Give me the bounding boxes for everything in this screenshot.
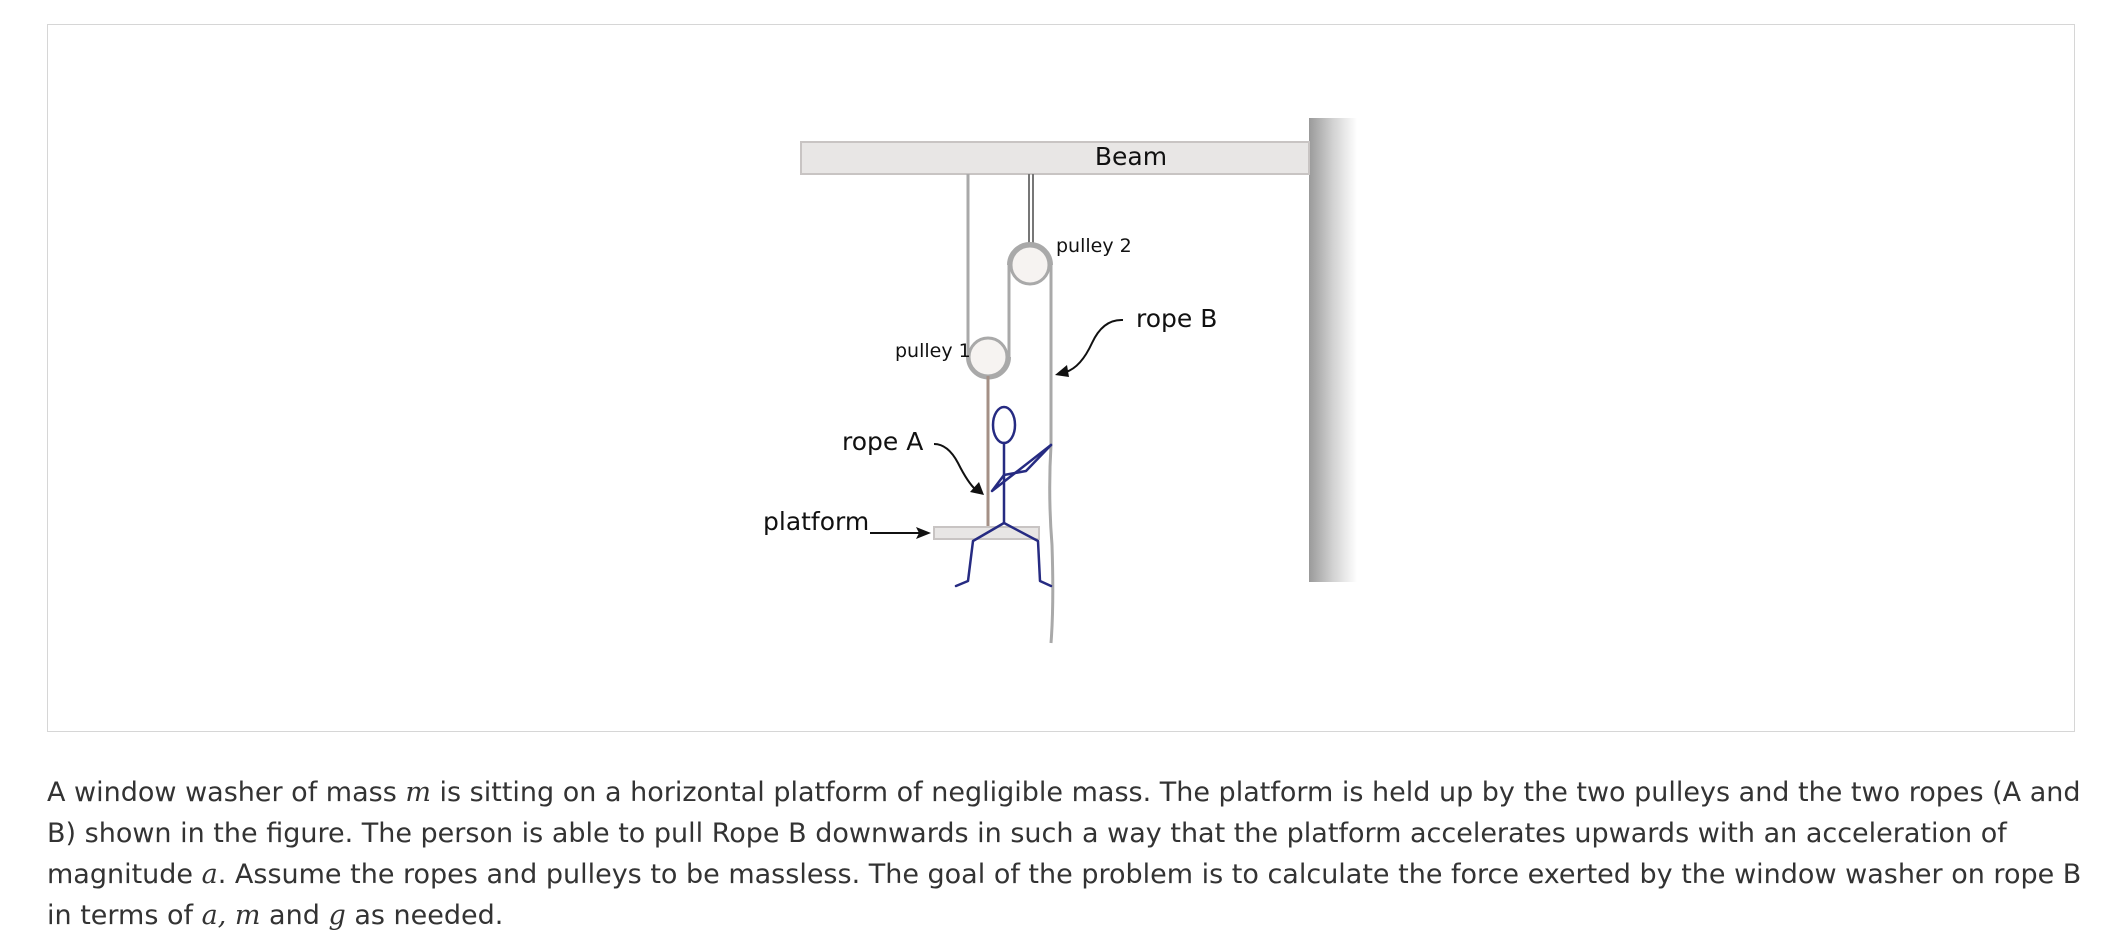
var-a-2: a <box>201 900 218 931</box>
problem-text-part1: A window washer of mass <box>47 777 406 808</box>
problem-text-part3: . Assume the ropes and pulleys to be mas… <box>47 859 2082 931</box>
problem-statement: A window washer of mass m is sitting on … <box>47 772 2082 936</box>
var-g: g <box>328 900 346 931</box>
rope-a-arrowhead <box>970 482 984 495</box>
pulley-2 <box>1009 244 1051 286</box>
person-head <box>991 405 1017 445</box>
rope-b-hanging-end <box>1048 265 1055 644</box>
platform-label: platform <box>763 507 869 536</box>
pulley-2-label: pulley 2 <box>1056 235 1132 257</box>
pulley-diagram: Beam pulley 2 pulley 1 <box>763 118 1357 644</box>
rope-b-label: rope B <box>1136 304 1217 333</box>
problem-text-part2: is sitting on a horizontal platform of n… <box>47 777 2081 890</box>
pulley-1 <box>967 336 1009 378</box>
pulley-2-rope-wrap <box>1007 242 1053 266</box>
person-leg-left <box>954 521 1006 588</box>
math-comma: , <box>217 900 235 931</box>
beam <box>800 141 1310 175</box>
rope-b-pointer <box>1065 318 1124 373</box>
pulley-1-label: pulley 1 <box>895 340 971 362</box>
person-arm-back <box>990 443 1053 493</box>
beam-label: Beam <box>1095 142 1167 171</box>
person-arm-front <box>1002 443 1053 477</box>
rope-a-label: rope A <box>842 427 923 456</box>
wall <box>1309 118 1357 582</box>
var-a: a <box>201 859 218 890</box>
figure-frame: Beam pulley 2 pulley 1 <box>47 24 2075 732</box>
var-m: m <box>405 777 431 808</box>
rope-a-pointer <box>933 443 977 491</box>
person-leg-right <box>1002 521 1053 588</box>
rope-b-arrowhead <box>1055 365 1069 377</box>
platform-arrowhead <box>916 527 931 539</box>
problem-text-part4: as needed. <box>345 900 504 931</box>
window-washer <box>954 405 1053 588</box>
var-m-2: m <box>234 900 261 931</box>
problem-text-and: and <box>260 900 329 931</box>
